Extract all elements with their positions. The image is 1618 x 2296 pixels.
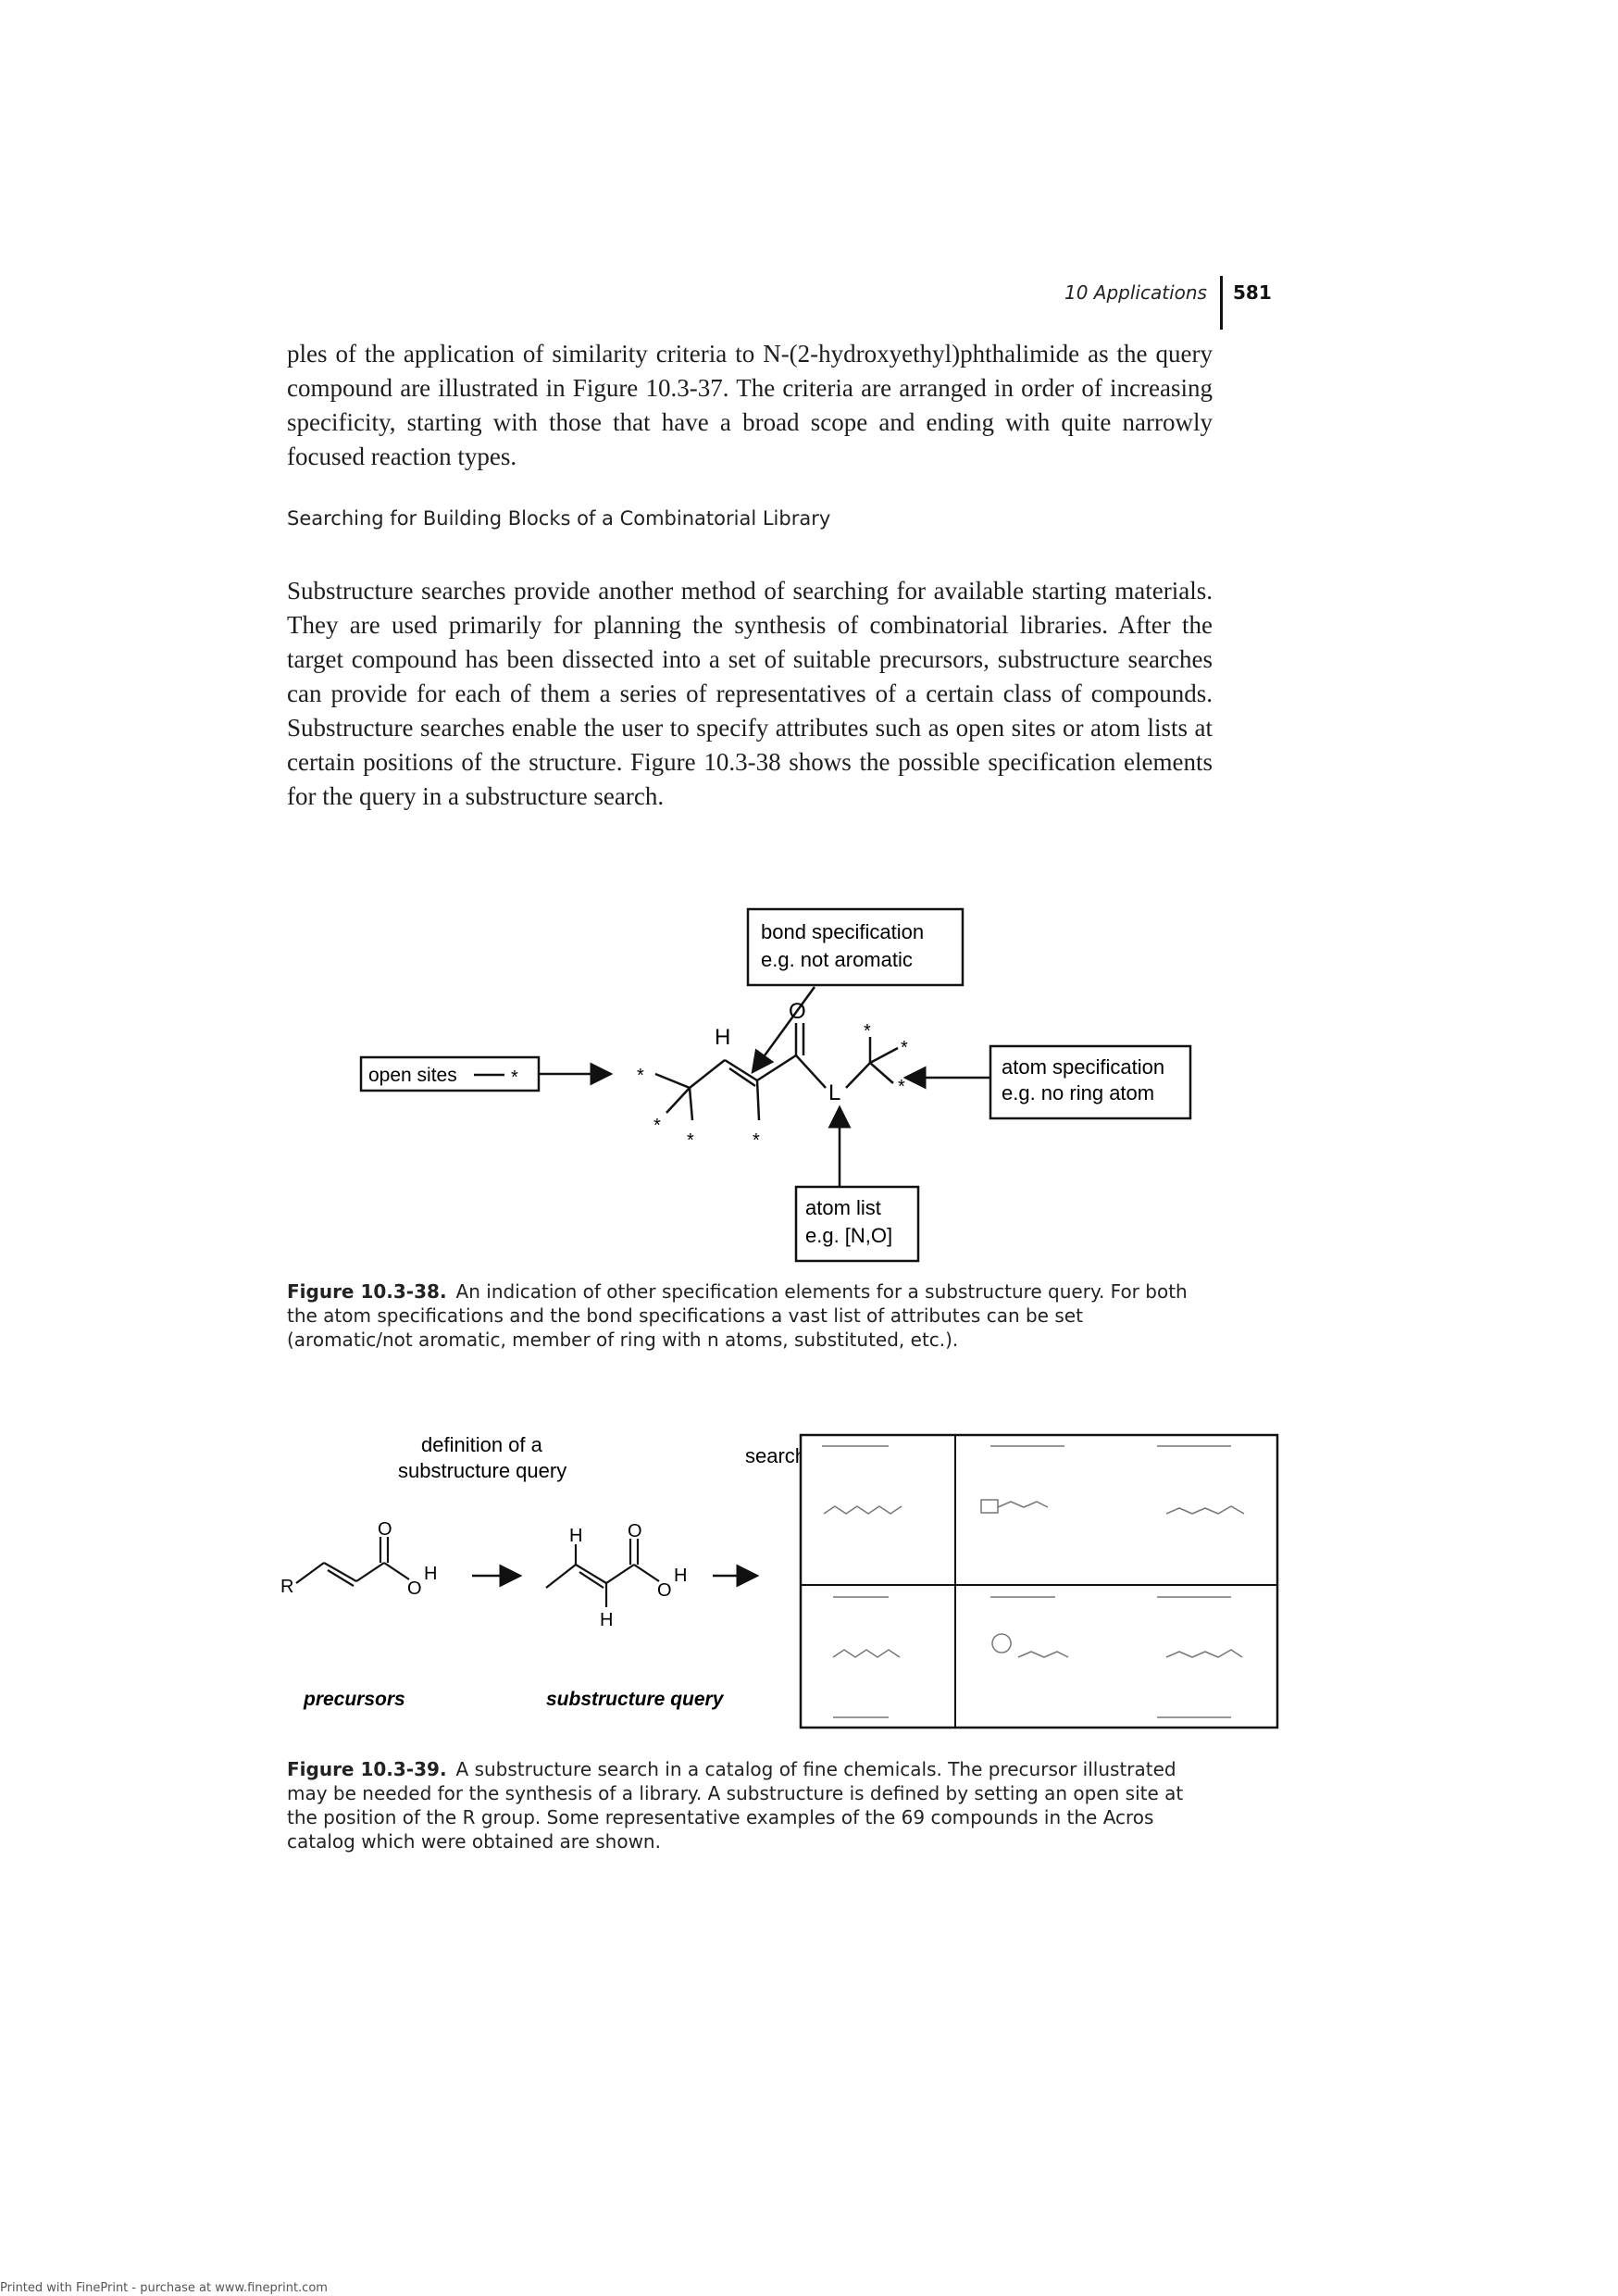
precursor-atom-r: R (280, 1577, 293, 1597)
bond-spec-box (746, 907, 965, 987)
atom-list-line2: e.g. [N,O] (805, 1224, 892, 1247)
figure-caption-39: Figure 10.3-39.A substructure search in … (287, 1757, 1213, 1853)
star-bottom-2: * (753, 1130, 760, 1151)
section-heading: Searching for Building Blocks of a Combi… (287, 507, 831, 530)
query-atom-h: H (674, 1566, 687, 1586)
bond-spec-line1: bond specification (761, 920, 924, 943)
atom-list-box (794, 1185, 920, 1263)
atom-spec-line2: e.g. no ring atom (1002, 1081, 1154, 1104)
definition-line2: substructure query (398, 1459, 566, 1482)
open-sites-star: * (511, 1067, 518, 1088)
bond-spec-arrow (751, 986, 816, 1075)
search-results-grid (799, 1433, 1279, 1729)
print-footer: Printed with FinePrint - purchase at www… (0, 2281, 328, 2295)
query-atom-o: O (657, 1580, 672, 1601)
star-top-right: * (864, 1021, 871, 1042)
atom-o: O (789, 999, 806, 1024)
page-number: 581 (1233, 281, 1272, 304)
star-right-lower: * (898, 1077, 905, 1097)
substructure-query-label: substructure query (546, 1689, 725, 1710)
figure-caption-38-label: Figure 10.3-38. (287, 1280, 447, 1303)
atom-l: L (828, 1080, 840, 1105)
open-sites-label: open sites (368, 1065, 457, 1086)
paragraph-2: Substructure searches provide another me… (287, 577, 1213, 810)
precursor-atom-h: H (424, 1564, 437, 1584)
figure-caption-38: Figure 10.3-38.An indication of other sp… (287, 1279, 1213, 1352)
atom-spec-box (989, 1044, 1192, 1120)
query-atom-h-bottom: H (600, 1610, 613, 1630)
running-header-chapter: 10 Applications (1064, 281, 1207, 304)
atom-h: H (715, 1025, 730, 1050)
precursors-label: precursors (303, 1689, 405, 1710)
query-atom-h-top: H (569, 1526, 582, 1546)
figure-caption-39-label: Figure 10.3-39. (287, 1758, 447, 1780)
atom-list-line1: atom list (805, 1196, 881, 1219)
atom-spec-line1: atom specification (1002, 1055, 1164, 1079)
query-molecule-2 (545, 1539, 660, 1607)
star-bottom-1: * (687, 1130, 694, 1151)
open-sites-box (359, 1055, 541, 1092)
paragraph-1: ples of the application of similarity cr… (287, 340, 1213, 470)
precursor-atom-o: O (407, 1578, 422, 1599)
definition-line1: definition of a (421, 1433, 543, 1456)
query-molecule (654, 1023, 899, 1121)
precursor-atom-o-top: O (378, 1519, 392, 1540)
star-right-upper: * (901, 1038, 908, 1058)
figure-caption-39-text: A substructure search in a catalog of fi… (287, 1758, 1184, 1853)
figure-10-3-38: bond specification e.g. not aromatic ope… (359, 907, 1192, 1263)
star-lower-left: * (653, 1116, 661, 1136)
search-label: search (745, 1444, 806, 1467)
figure-caption-38-text: An indication of other specification ele… (287, 1280, 1188, 1351)
figure-10-3-39: definition of a substructure query searc… (280, 1433, 1279, 1729)
query-atom-o-top: O (628, 1521, 642, 1541)
precursor-molecule (295, 1537, 410, 1587)
header-divider (1220, 276, 1223, 330)
bond-spec-line2: e.g. not aromatic (761, 948, 913, 971)
star-left: * (637, 1066, 644, 1086)
